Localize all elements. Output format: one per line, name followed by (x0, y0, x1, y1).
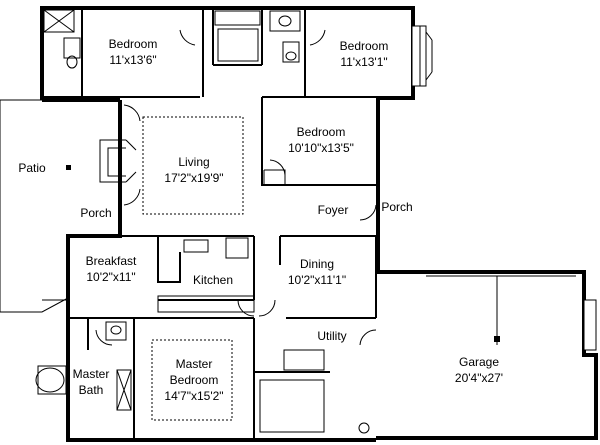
bedroom-ne-size: 11'x13'1" (340, 55, 387, 69)
master-bath-name-1: Master (73, 367, 110, 381)
room-labels: Bedroom 11'x13'6" Bedroom 11'x13'1" Bedr… (18, 37, 503, 403)
window-bays (411, 25, 597, 351)
master-ceiling-outline (151, 339, 233, 421)
porch-right-name: Porch (381, 200, 412, 214)
garage-name: Garage (459, 355, 499, 369)
exterior-walls (40, 6, 598, 442)
bedroom-ne-name: Bedroom (340, 39, 389, 53)
foyer-name: Foyer (318, 203, 349, 217)
porch-left-name: Porch (80, 206, 111, 220)
breakfast-size: 10'2"x11" (86, 270, 135, 284)
living-size: 17'2"x19'9" (164, 171, 223, 185)
master-bath-name-2: Bath (79, 383, 104, 397)
utility-name: Utility (317, 329, 346, 343)
master-bedroom-name-1: Master (176, 357, 213, 371)
bedroom-nw-size: 11'x13'6" (109, 53, 156, 67)
living-name: Living (178, 155, 209, 169)
interior-walls (35, 8, 576, 440)
dining-size: 10'2"x11'1" (288, 273, 346, 287)
kitchen-name: Kitchen (193, 273, 233, 287)
breakfast-name: Breakfast (86, 254, 137, 268)
bedroom-mid-size: 10'10"x13'5" (288, 141, 354, 155)
master-bedroom-size: 14'7"x15'2" (164, 389, 223, 403)
master-bedroom-name-2: Bedroom (170, 373, 219, 387)
bedroom-mid-name: Bedroom (297, 125, 346, 139)
fireplace (99, 139, 137, 183)
dining-name: Dining (300, 257, 334, 271)
living-ceiling-outline (142, 116, 244, 215)
patio-name: Patio (18, 161, 46, 175)
patio-outline (0, 99, 71, 313)
garage-size: 20'4"x27' (455, 371, 503, 385)
doors (95, 29, 377, 346)
bedroom-nw-name: Bedroom (109, 37, 158, 51)
